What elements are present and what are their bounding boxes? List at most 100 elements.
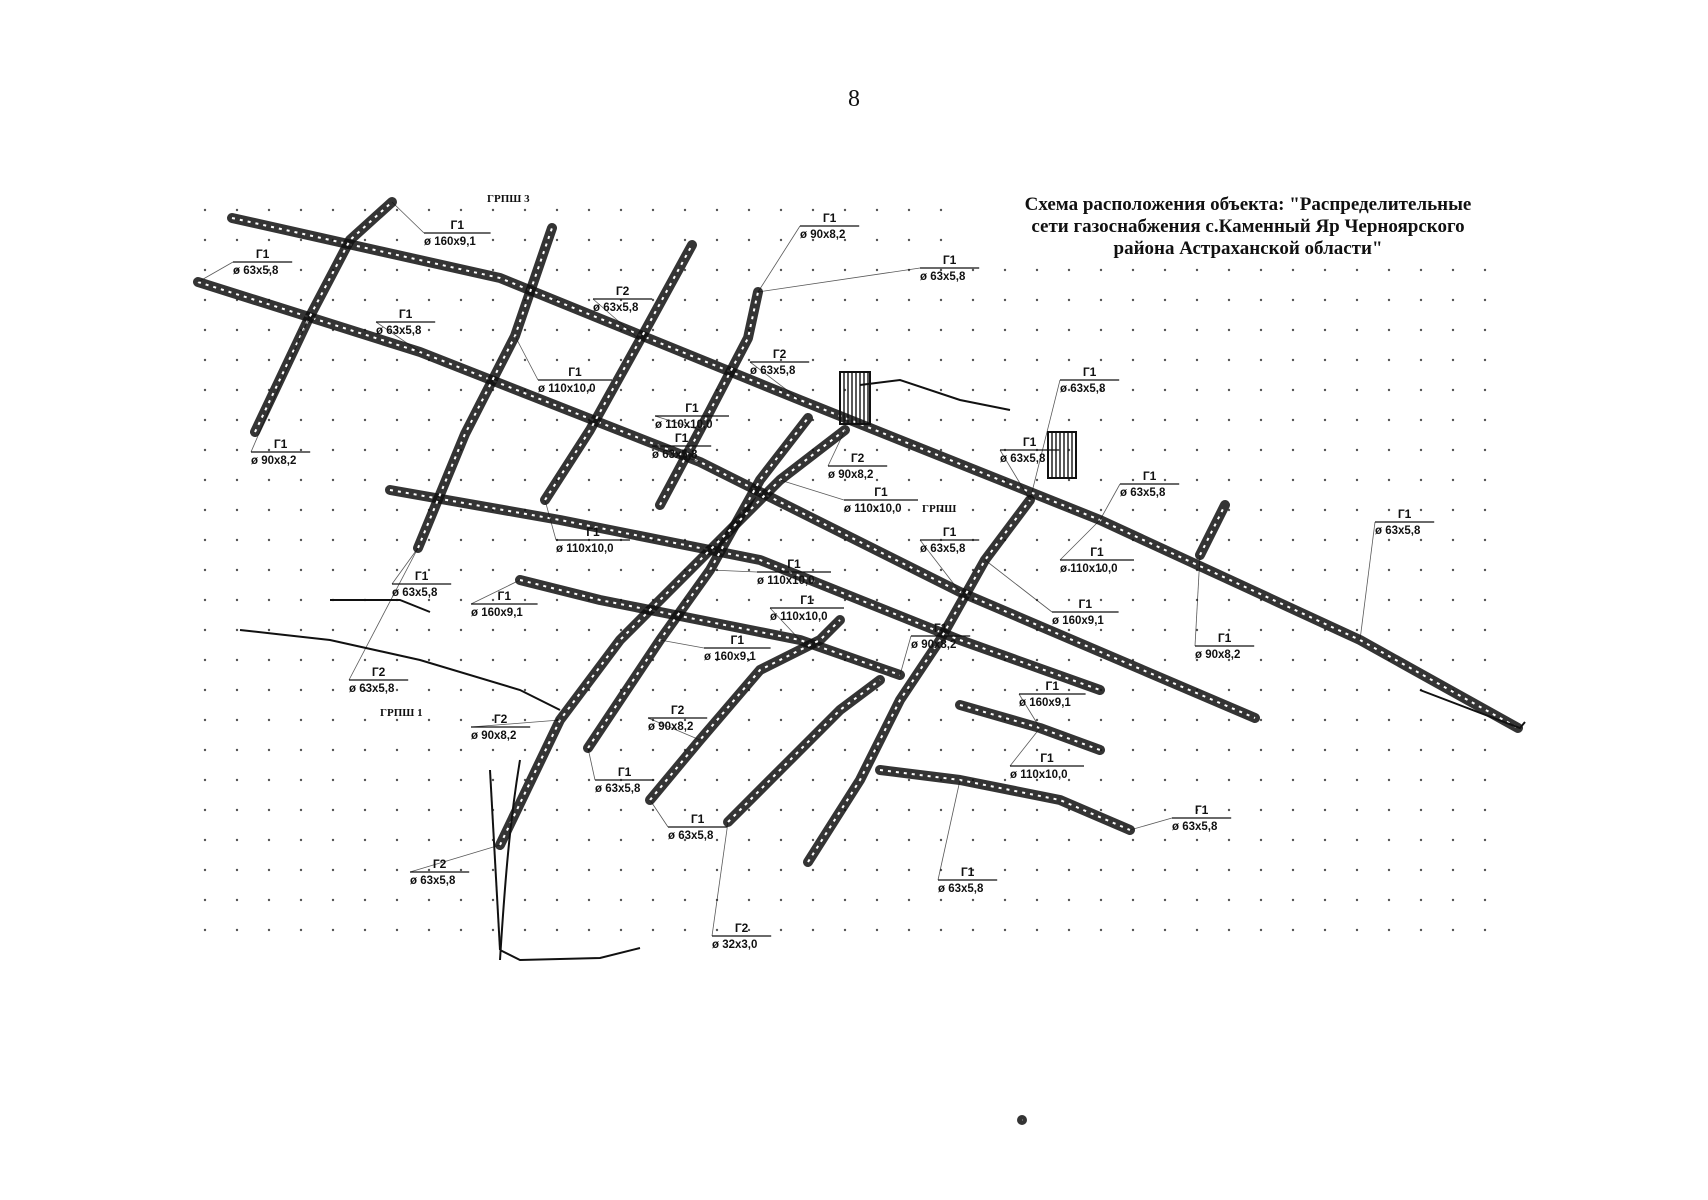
grid-dot [363,628,367,632]
grid-dot [363,718,367,722]
grid-dot [1067,358,1071,362]
grid-dot [1035,808,1039,812]
grid-dot [1163,928,1167,932]
grid-dot [235,928,239,932]
grid-dot [843,568,847,572]
pipe-size: ø 63х5,8 [349,683,395,695]
grid-dot [491,568,495,572]
grid-dot [1291,898,1295,902]
grid-dot [1323,478,1327,482]
grid-dot [299,598,303,602]
grid-dot [1483,718,1487,722]
leader-line [757,267,921,293]
grid-dot [459,568,463,572]
grid-dot [907,868,911,872]
grid-dot [1291,628,1295,632]
grid-dot [907,418,911,422]
grid-dot [1291,268,1295,272]
leader-line [592,298,641,341]
pipe-label: Г1ø 63х5,8 [920,525,980,555]
grid-dot [427,328,431,332]
grid-dot [235,748,239,752]
grid-dot [1451,358,1455,362]
grid-dot [395,208,399,212]
pipe-size: ø 63х5,8 [1172,821,1218,833]
grid-dot [395,268,399,272]
grid-dot [1099,418,1103,422]
grid-dot [1259,628,1263,632]
grid-dot [779,778,783,782]
grid-dot [907,598,911,602]
grid-dot [939,358,943,362]
grid-dot [1035,358,1039,362]
grid-dot [395,358,399,362]
grid-dot [907,478,911,482]
grid-dot [971,898,975,902]
grid-dot [523,628,527,632]
grid-dot [875,718,879,722]
pipe-label: Г2ø 90х8,2 [828,451,888,481]
road-outline [330,599,431,613]
grid-dot [1483,388,1487,392]
grid-dot [587,358,591,362]
leader-line [999,449,1031,501]
grid-dot [1451,328,1455,332]
grid-dot [203,688,207,692]
grid-dot [1195,358,1199,362]
grid-dot [1419,748,1423,752]
grid-dot [1419,418,1423,422]
grid-dot [1099,808,1103,812]
grid-dot [587,718,591,722]
leader-line [1129,817,1173,831]
grid-dot [1323,898,1327,902]
grid-dot [203,748,207,752]
pipe-label: Г1ø 110х10,0 [757,557,831,587]
grid-dot [1195,898,1199,902]
grid-dot [907,898,911,902]
leader-line [769,607,801,641]
pipe-line-name: Г1 [1143,469,1157,483]
grid-dot [1355,298,1359,302]
pipe-label: Г1ø 90х8,2 [800,211,860,241]
grid-dot [491,208,495,212]
grid-dot [875,358,879,362]
grid-dot [363,778,367,782]
grid-dot [1227,508,1231,512]
grid-dot [363,418,367,422]
grid-dot [555,508,559,512]
grid-dot [715,448,719,452]
grid-dot [1323,538,1327,542]
grid-dot [587,658,591,662]
grid-dot [1387,688,1391,692]
pipe-label: Г1ø 63х5,8 [938,865,998,895]
grid-dot [1323,658,1327,662]
grid-dot [587,208,591,212]
grid-dot [363,808,367,812]
grid-dot [1003,808,1007,812]
grid-dot [1419,328,1423,332]
grid-dot [1323,298,1327,302]
grid-dot [1451,298,1455,302]
grid-dot [1387,388,1391,392]
grid-dot [843,898,847,902]
grid-dot [1483,568,1487,572]
grid-dot [1195,478,1199,482]
grid-dot [1067,598,1071,602]
grid-dot [203,568,207,572]
grid-dot [1259,358,1263,362]
grid-dot [683,388,687,392]
grid-dot [1355,508,1359,512]
leader-line [659,639,705,649]
grid-dot [1387,478,1391,482]
pipe-line-name: Г1 [823,211,837,225]
grid-dot [363,208,367,212]
grid-dot [1387,718,1391,722]
grid-dot [331,688,335,692]
grid-dot [875,838,879,842]
grid-dot [1195,418,1199,422]
grid-dot [1099,448,1103,452]
grid-dot [907,808,911,812]
grid-dot [1259,388,1263,392]
pipe-size: ø 90х8,2 [471,730,516,742]
grid-dot [715,628,719,632]
